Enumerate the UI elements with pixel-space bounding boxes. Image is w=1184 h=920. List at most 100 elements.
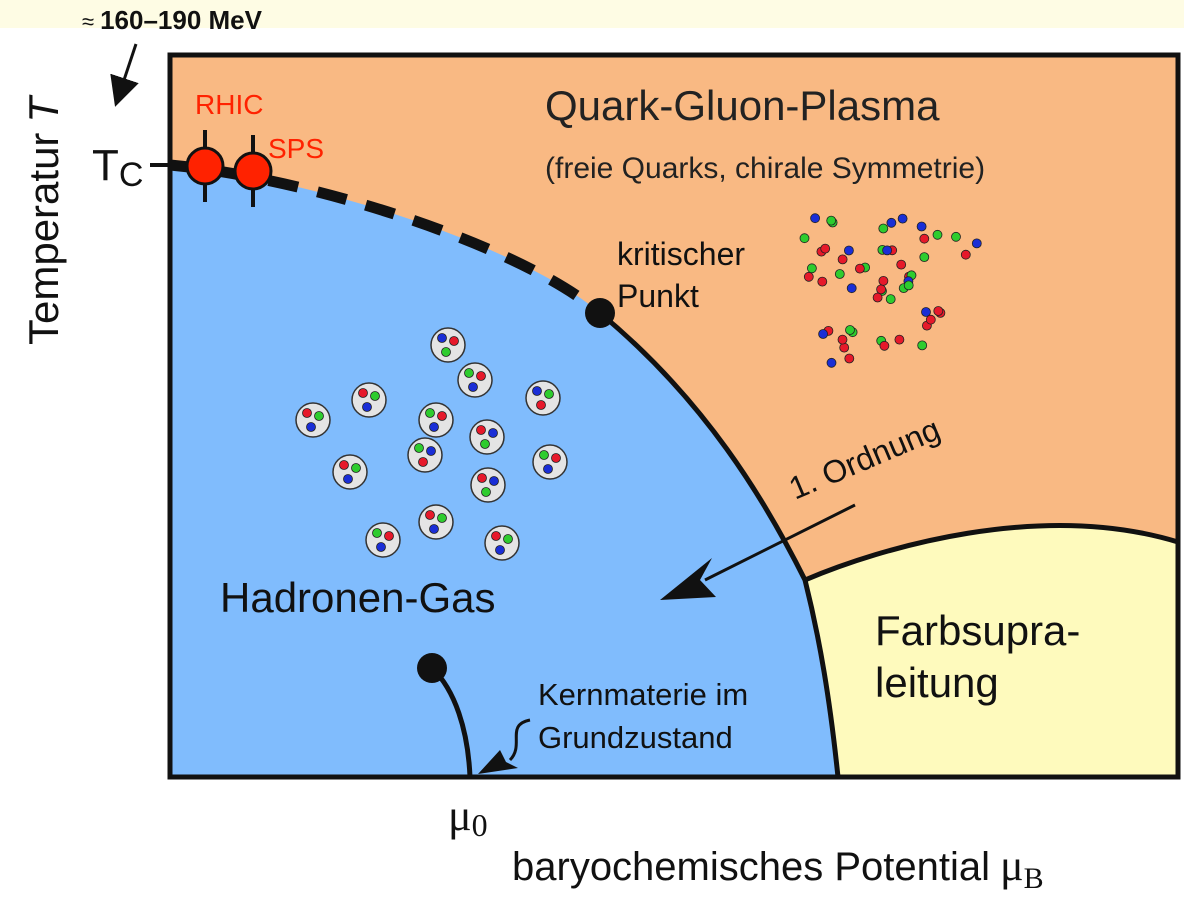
free-quark-dot: [855, 263, 865, 274]
quark-dot: [437, 411, 447, 421]
quark-dot: [425, 510, 435, 520]
free-quark-dot: [803, 271, 814, 282]
hadron-bubble: [484, 525, 520, 561]
quark-dot: [532, 386, 542, 396]
free-quark-dot: [919, 252, 930, 263]
free-quark-dot: [933, 306, 944, 316]
free-quark-dot: [960, 249, 971, 260]
quark-dot: [441, 347, 451, 357]
first-order-line: [598, 311, 841, 778]
free-quark-dot: [826, 215, 837, 226]
approx-annotation: ≈160–190 MeV: [82, 5, 263, 35]
free-quark-dot: [837, 254, 848, 265]
quark-dot: [476, 425, 486, 435]
quark-dot: [477, 473, 487, 483]
free-quark-dot: [897, 213, 908, 224]
free-quark-dot: [932, 229, 943, 240]
hadron-gas-label: Hadronen-Gas: [220, 574, 495, 621]
free-quark-dot: [917, 340, 928, 351]
quark-dot: [429, 422, 439, 432]
free-quark-dot: [817, 276, 828, 287]
critical-point-label-line1: kritischer: [617, 236, 745, 272]
critical-point: [585, 298, 615, 328]
quark-dot: [468, 382, 478, 392]
quark-dot: [351, 463, 361, 473]
hadron-bubble: [407, 437, 443, 473]
free-quark-dot: [844, 353, 855, 364]
free-quark-dot: [879, 340, 890, 351]
quark-dot: [414, 443, 424, 453]
free-quark-dot: [845, 325, 855, 335]
nuclear-matter-arrow: [478, 718, 531, 774]
quark-dot: [480, 439, 490, 449]
quark-dot: [536, 400, 546, 410]
quark-dot: [539, 450, 549, 460]
hadron-bubble: [365, 522, 401, 558]
free-quark-dot: [971, 238, 982, 249]
hadron-bubble: [469, 419, 505, 455]
free-quark-dot: [925, 314, 936, 325]
quark-dot: [464, 368, 474, 378]
quark-dot: [302, 408, 312, 418]
free-quark-dot: [807, 263, 817, 274]
hadron-bubble: [525, 380, 561, 416]
free-quark-dot: [896, 259, 907, 270]
free-quark-dot: [885, 294, 896, 305]
nuclear-matter-label-line1: Kernmaterie im: [538, 677, 748, 712]
free-quark-dot: [916, 221, 927, 232]
quark-dot: [429, 524, 439, 534]
quark-dot: [376, 542, 386, 552]
quark-dot: [343, 474, 353, 484]
plot-frame: [167, 52, 1181, 780]
mu0-label: μ0: [448, 791, 488, 843]
quark-dot: [495, 545, 505, 555]
free-quark-dot: [872, 292, 883, 303]
free-quark-dot: [882, 245, 892, 256]
hadron-gas-region: [170, 165, 838, 777]
free-quark-dot: [951, 231, 961, 242]
free-quarks: [799, 213, 982, 368]
free-quark-dot: [886, 217, 897, 228]
color-superconductivity-region: [805, 525, 1178, 777]
quark-dot: [488, 428, 498, 438]
hadron-bubble: [418, 504, 454, 540]
sps-label: SPS: [268, 133, 324, 164]
hadron-bubble: [332, 454, 368, 490]
hadron-bubble: [430, 327, 466, 363]
free-quark-dot: [878, 275, 889, 286]
qgp-title: Quark-Gluon-Plasma: [545, 82, 940, 129]
hadron-bubble: [295, 402, 331, 438]
quark-dot: [426, 446, 436, 456]
hadron-bubble: [470, 467, 506, 503]
color-sc-boundary: [804, 523, 1179, 583]
color-sc-label-line2: leitung: [875, 659, 999, 706]
free-quark-dot: [878, 223, 889, 234]
hadron-bubble: [457, 362, 493, 398]
sps-marker: [233, 135, 273, 207]
quark-dot: [491, 531, 501, 541]
quark-dot: [544, 389, 554, 399]
free-quark-dot: [837, 334, 848, 345]
quark-dot: [437, 513, 447, 523]
tc-label: TC: [92, 141, 143, 194]
quark-dot: [314, 411, 324, 421]
annotation-arrow: [110, 43, 139, 107]
quark-dot: [503, 534, 513, 544]
color-sc-label-line1: Farbsupra-: [875, 607, 1080, 654]
quark-dot: [449, 336, 459, 346]
quark-dot: [384, 531, 394, 541]
free-quark-dot: [818, 329, 828, 339]
quark-dot: [481, 487, 491, 497]
critical-point-label-line2: Punkt: [617, 278, 699, 314]
free-quark-dot: [810, 213, 820, 224]
first-order-arrow: [660, 503, 856, 600]
qgp-subtitle: (freie Quarks, chirale Symmetrie): [545, 152, 985, 185]
crossover-line: [169, 159, 604, 318]
y-axis-label: TemperaturT: [20, 94, 67, 345]
quark-dot: [425, 408, 435, 418]
free-quark-dot: [834, 269, 845, 279]
quark-dot: [372, 528, 382, 538]
free-quark-dot: [919, 233, 930, 244]
nuclear-matter-label-line2: Grundzustand: [538, 720, 733, 755]
